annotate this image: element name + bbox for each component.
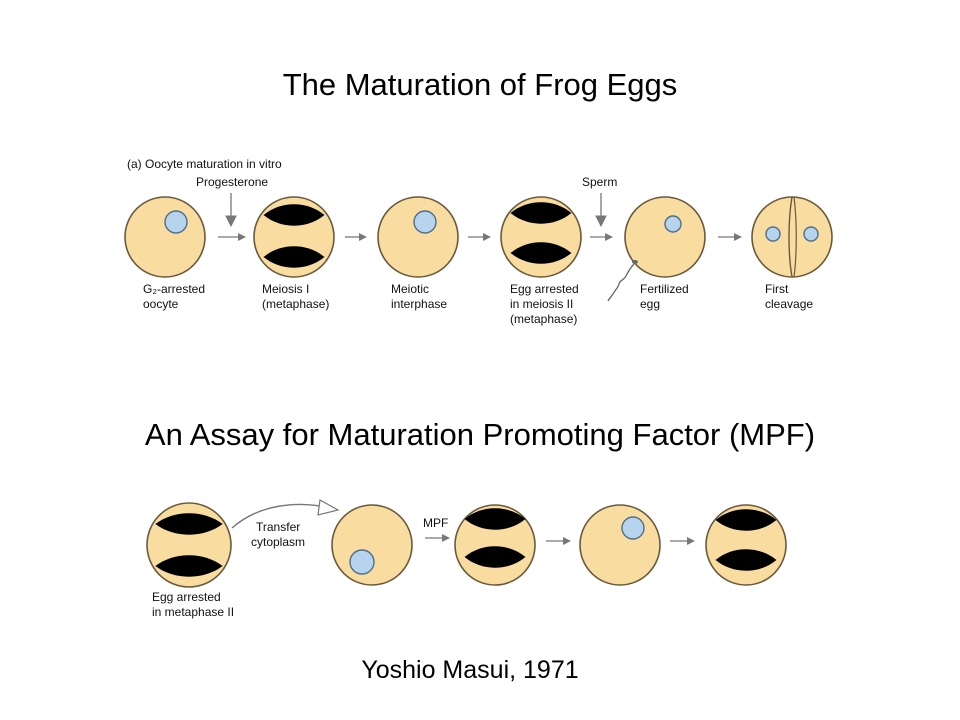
- transfer-label: Transfer: [256, 520, 300, 534]
- interphase-label: Meiotic: [391, 282, 429, 296]
- arrow-right-icon: [718, 233, 742, 241]
- first-cleavage-label: cleavage: [765, 297, 813, 311]
- mpf-meiosis-ii-cell: [705, 504, 787, 586]
- oocyte-label: oocyte: [143, 297, 179, 311]
- sperm-icon: [607, 263, 635, 302]
- sperm-label: Sperm: [582, 175, 617, 189]
- arrested-egg-label: (metaphase): [510, 312, 577, 326]
- arrow-right-icon: [425, 534, 450, 542]
- donor-egg-label: in metaphase II: [152, 605, 234, 619]
- meiotic-interphase-cell: [377, 196, 459, 278]
- first-cleavage-cell: [751, 196, 833, 278]
- meiosis-i-label: Meiosis I: [262, 282, 309, 296]
- donor-egg-cell: [146, 502, 232, 588]
- arrow-right-icon: [345, 233, 367, 241]
- transfer-label: cytoplasm: [251, 535, 305, 549]
- mpf-meiosis-cell: [454, 504, 536, 586]
- donor-egg-label: Egg arrested: [152, 590, 221, 604]
- oocyte-label: G₂-arrested: [143, 282, 205, 296]
- recipient-oocyte-cell: [331, 504, 413, 586]
- arrow-right-icon: [546, 537, 571, 545]
- oocyte-cell: [124, 196, 206, 278]
- interphase-label: interphase: [391, 297, 447, 311]
- transfer-arrow-icon: [231, 499, 340, 529]
- assay-title: An Assay for Maturation Promoting Factor…: [144, 417, 816, 452]
- first-cleavage-label: First: [765, 282, 789, 296]
- arrow-right-icon: [670, 537, 695, 545]
- meiosis-i-label: (metaphase): [262, 297, 329, 311]
- mpf-label: MPF: [423, 516, 448, 530]
- main-title: The Maturation of Frog Eggs: [282, 67, 678, 102]
- fertilized-egg-label: Fertilized: [640, 282, 689, 296]
- arrested-egg-label: Egg arrested: [510, 282, 579, 296]
- progesterone-arrow-icon: [225, 193, 237, 228]
- panel-a-heading: (a) Oocyte maturation in vitro: [127, 157, 282, 171]
- credit-text: Yoshio Masui, 1971: [361, 656, 579, 684]
- sperm-arrow-icon: [595, 193, 607, 228]
- arrow-right-icon: [468, 233, 491, 241]
- fertilized-egg-cell: [607, 196, 706, 302]
- arrow-right-icon: [590, 233, 613, 241]
- fertilized-egg-label: egg: [640, 297, 660, 311]
- meiosis-i-cell: [253, 196, 335, 278]
- mpf-interphase-cell: [579, 504, 661, 586]
- arrow-right-icon: [218, 233, 246, 241]
- meiosis-ii-arrested-cell: [500, 196, 582, 278]
- progesterone-label: Progesterone: [196, 175, 268, 189]
- arrested-egg-label: in meiosis II: [510, 297, 573, 311]
